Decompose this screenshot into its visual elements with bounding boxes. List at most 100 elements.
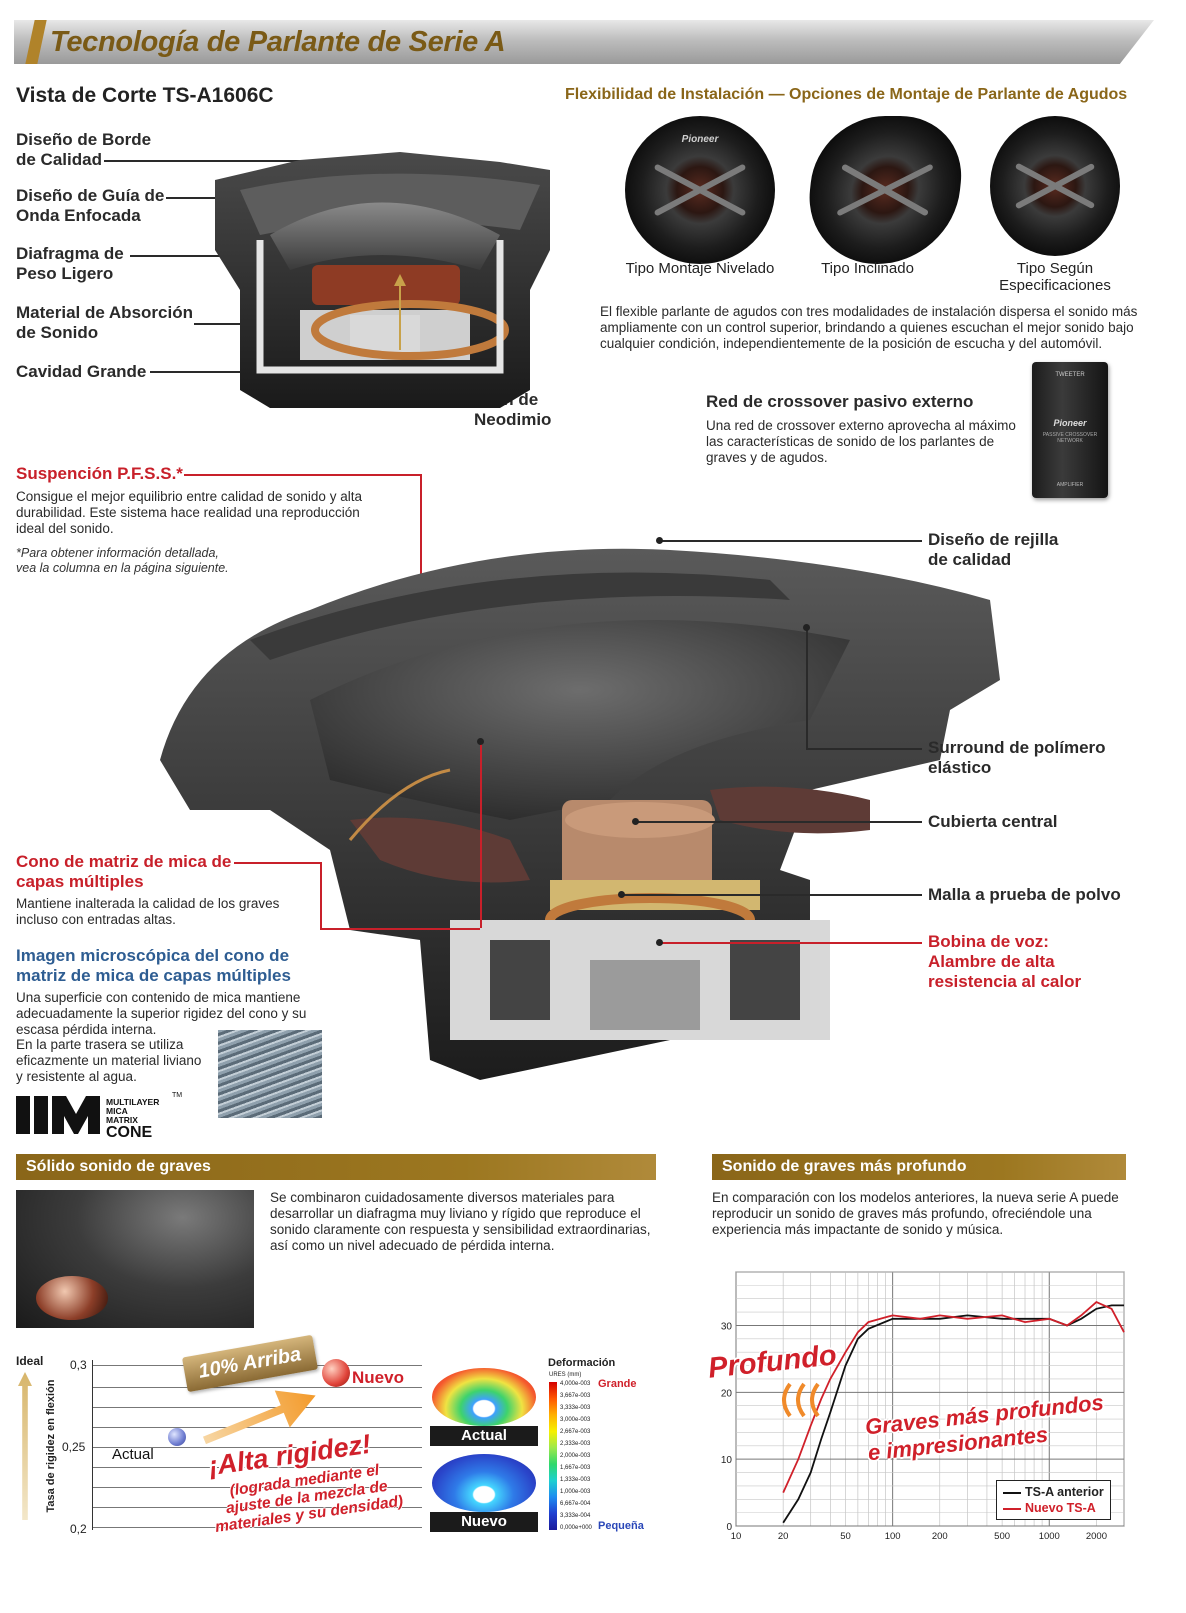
deform-color-scale xyxy=(549,1382,557,1530)
tweeter-label-flush: Tipo Montaje Nivelado xyxy=(625,260,775,277)
freq-xtick: 500 xyxy=(994,1531,1010,1542)
cone-text: Mantiene inalterada la calidad de los gr… xyxy=(16,896,280,927)
mica-logo-mark xyxy=(16,1094,102,1136)
tweeter-brand: Pioneer xyxy=(681,134,719,145)
deform-scale-label: 2,000e-003 xyxy=(560,1453,591,1459)
cone-title: Cono de matriz de mica de capas múltiple… xyxy=(16,852,232,891)
rigidity-ytick-mid: 0,25 xyxy=(62,1440,86,1454)
ideal-arrow xyxy=(18,1372,32,1520)
series-ts-a-anterior xyxy=(782,1304,1124,1524)
crossover-text: Una red de crossover externo aprovecha a… xyxy=(706,418,1016,465)
crossover-box-brand: Pioneer xyxy=(1053,418,1087,428)
freq-xtick: 10 xyxy=(731,1531,742,1542)
sound-waves-icon xyxy=(776,1380,836,1420)
series-nuevo-ts-a xyxy=(782,1301,1125,1493)
rigidity-ytick-bottom: 0,2 xyxy=(70,1522,87,1536)
freq-xtick: 200 xyxy=(932,1531,948,1542)
callout-rejilla: Diseño de rejilla de calidad xyxy=(928,530,1059,569)
freq-xtick: 100 xyxy=(885,1531,901,1542)
cutaway-illustration xyxy=(215,152,550,408)
mica-microscope-image xyxy=(218,1030,322,1118)
deep-bass-title: Sonido de graves más profundo xyxy=(722,1158,967,1175)
leader-surround-vert xyxy=(806,628,808,748)
leader-rejilla xyxy=(660,540,922,542)
pfss-note: *Para obtener información detallada, vea… xyxy=(16,546,229,575)
freq-xtick: 1000 xyxy=(1039,1531,1060,1542)
freq-ytick: 0 xyxy=(726,1522,732,1533)
leader-malla xyxy=(622,894,922,896)
tweeter-label-custom: Tipo Según Especificaciones xyxy=(999,260,1111,294)
freq-xtick: 50 xyxy=(840,1531,851,1542)
banner-bar xyxy=(14,20,1154,64)
mica-logo-text: MULTILAYER MICA MATRIX CONE xyxy=(106,1097,160,1141)
tweeter-flush: Pioneer xyxy=(625,116,775,264)
page-title: Tecnología de Parlante de Serie A xyxy=(50,26,506,58)
deep-bass-bar: Sonido de graves más profundo xyxy=(712,1154,1126,1180)
deform-actual: Actual xyxy=(430,1366,538,1446)
legend-old: TS-A anterior xyxy=(1003,1484,1104,1500)
dot-surround xyxy=(803,624,810,631)
tweeter-angled xyxy=(802,116,968,264)
callout-surround: Surround de polímero elástico xyxy=(928,738,1106,777)
micro-text-2: En la parte trasera se utiliza eficazmen… xyxy=(16,1037,202,1084)
deform-nuevo-label: Nuevo xyxy=(430,1512,538,1532)
callout-diafragma: Diafragma de Peso Ligero xyxy=(16,244,124,283)
freq-xtick: 20 xyxy=(778,1531,789,1542)
rigidity-ytick-top: 0,3 xyxy=(70,1358,87,1372)
deform-actual-label: Actual xyxy=(430,1426,538,1446)
page-banner: Tecnología de Parlante de Serie A xyxy=(0,14,1186,70)
woofer-illustration xyxy=(160,548,1000,1080)
deform-unit: URES (mm) xyxy=(549,1372,582,1378)
deform-scale-label: 1,000e-003 xyxy=(560,1489,591,1495)
crossover-box: TWEETER Pioneer PASSIVE CROSSOVER NETWOR… xyxy=(1032,362,1108,498)
solid-bass-bar: Sólido sonido de graves xyxy=(16,1154,656,1180)
callout-cubierta: Cubierta central xyxy=(928,812,1058,831)
dot-rejilla xyxy=(656,537,663,544)
solid-bass-text: Se combinaron cuidadosamente diversos ma… xyxy=(270,1190,651,1253)
label-nuevo: Nuevo xyxy=(352,1368,404,1387)
leader-surround xyxy=(806,748,922,750)
leader-cubierta xyxy=(636,821,922,823)
callout-guia-onda: Diseño de Guía de Onda Enfocada xyxy=(16,186,165,225)
leader-borde xyxy=(104,160,354,162)
callout-absorcion: Material de Absorción de Sonido xyxy=(16,303,193,342)
leader-cone xyxy=(234,862,320,864)
pfss-text: Consigue el mejor equilibrio entre calid… xyxy=(16,489,362,536)
solid-bass-title: Sólido sonido de graves xyxy=(26,1158,211,1175)
cutaway-title: Vista de Corte TS-A1606C xyxy=(16,84,274,107)
deform-scale-label: 3,667e-003 xyxy=(560,1393,591,1399)
leader-bobina xyxy=(660,942,922,944)
dot-cubierta xyxy=(632,818,639,825)
callout-cavidad: Cavidad Grande xyxy=(16,362,147,381)
freq-xtick: 2000 xyxy=(1086,1531,1107,1542)
deep-bass-text: En comparación con los modelos anteriore… xyxy=(712,1190,1119,1237)
leader-diafragma xyxy=(130,255,230,257)
leader-cone-vert xyxy=(320,862,322,928)
deform-scale-label: 0,000e+000 xyxy=(560,1525,592,1531)
pfss-title: Suspención P.F.S.S.* xyxy=(16,464,183,483)
crossover-title: Red de crossover pasivo externo xyxy=(706,392,974,411)
crossover-box-sub: PASSIVE CROSSOVER NETWORK xyxy=(1042,432,1098,444)
tweeter-custom xyxy=(990,116,1120,256)
point-actual xyxy=(168,1427,186,1446)
rigidity-ylabel: Tasa de rigidez en flexión xyxy=(45,1379,57,1513)
deform-title: Deformación xyxy=(548,1357,616,1369)
legend-new: Nuevo TS-A xyxy=(1003,1500,1104,1516)
mica-logo-tm: TM xyxy=(172,1092,183,1099)
freq-ytick: 30 xyxy=(721,1321,733,1332)
deform-scale-label: 4,000e-003 xyxy=(560,1381,591,1387)
freq-ytick: 20 xyxy=(721,1388,733,1399)
leader-pfss xyxy=(184,474,420,476)
dot-malla xyxy=(618,891,625,898)
freq-ytick: 10 xyxy=(721,1455,733,1466)
callout-bobina: Bobina de voz: Alambre de alta resistenc… xyxy=(928,932,1082,991)
crossover-box-bottom: AMPLIFIER xyxy=(1056,482,1084,488)
deform-small: Pequeña xyxy=(598,1520,644,1532)
crossover-box-top: TWEETER xyxy=(1055,372,1085,378)
deform-nuevo: Nuevo xyxy=(430,1452,538,1532)
deform-scale-label: 3,000e-003 xyxy=(560,1417,591,1423)
deform-scale-label: 2,333e-003 xyxy=(560,1441,591,1447)
dot-bobina xyxy=(656,939,663,946)
freq-legend: TS-A anterior Nuevo TS-A xyxy=(996,1480,1111,1520)
